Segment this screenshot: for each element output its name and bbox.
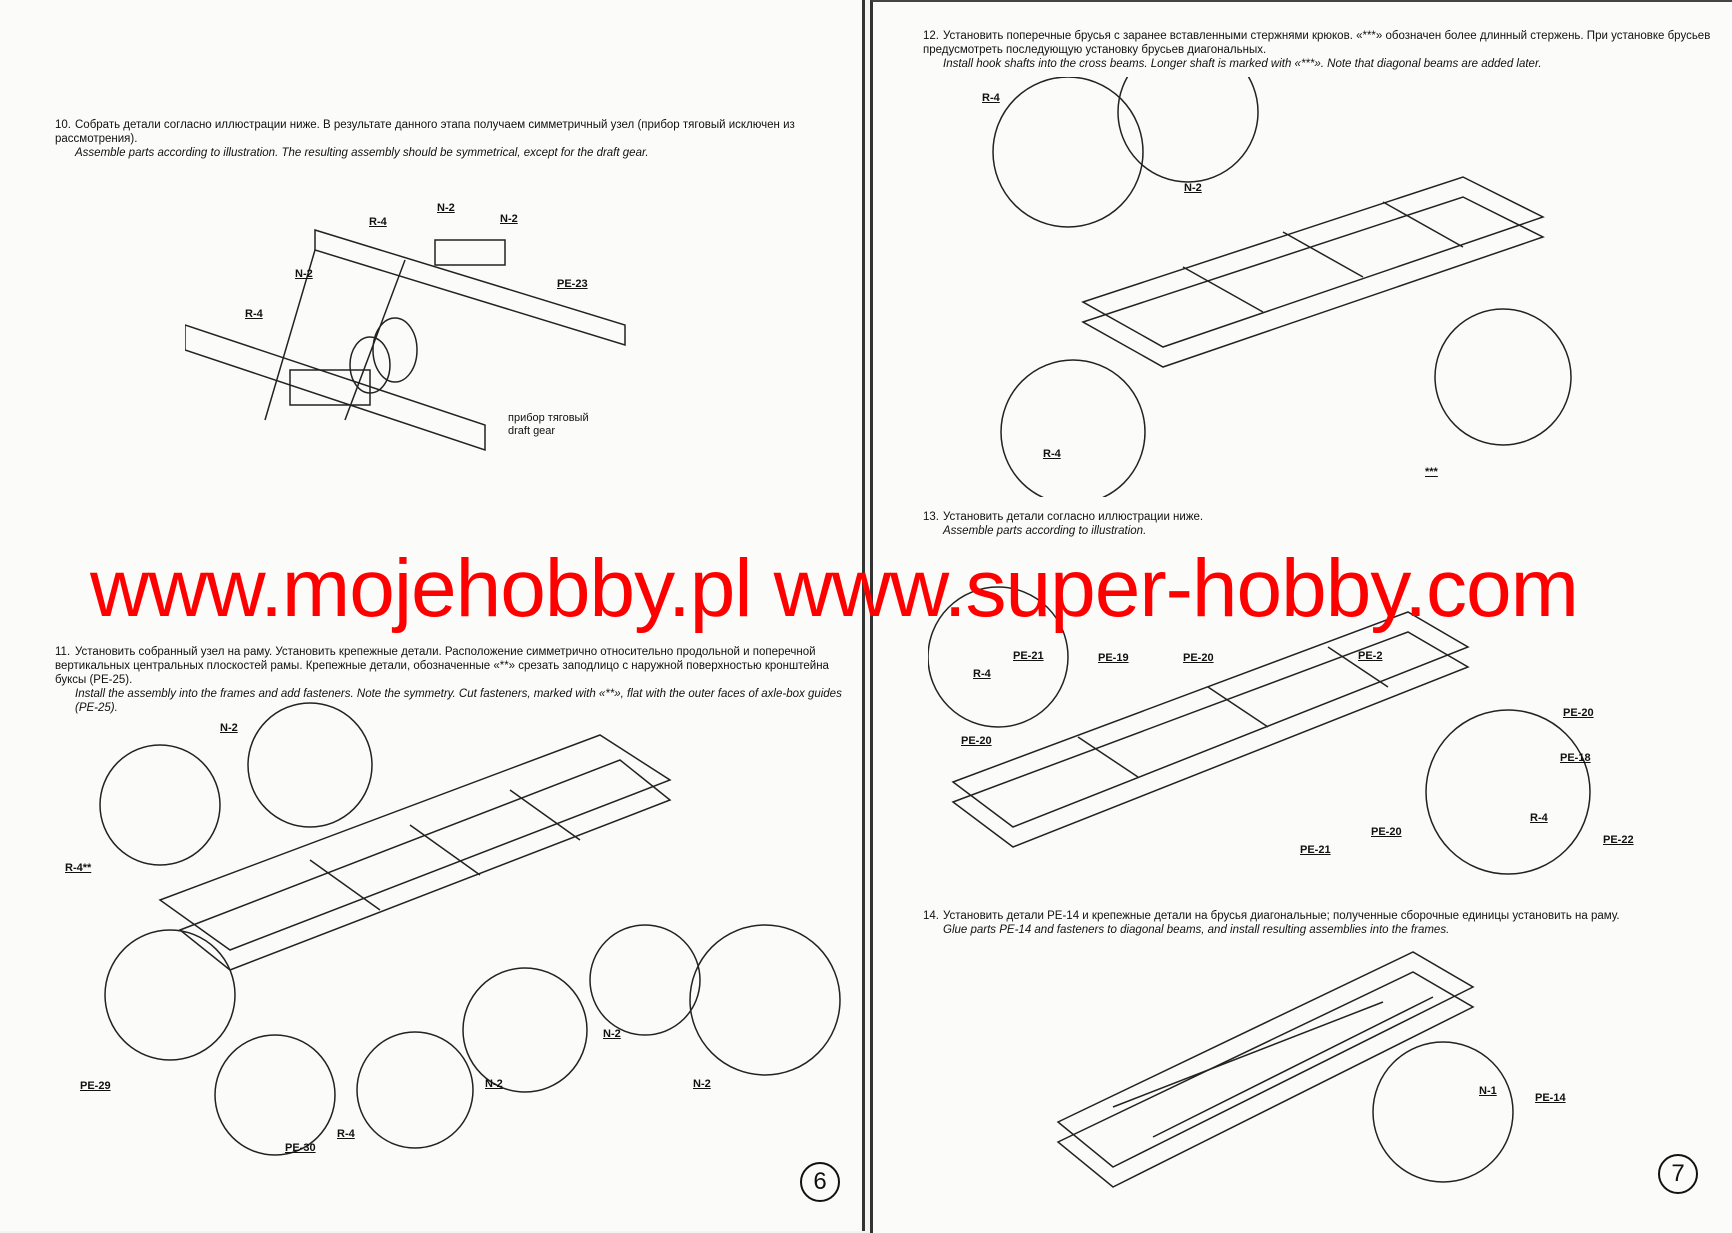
watermark-text: www.mojehobby.pl: [90, 543, 753, 634]
label-n2: N-2: [603, 1028, 621, 1040]
step-number: 11.: [55, 646, 71, 658]
label-pe20: PE-20: [961, 735, 992, 747]
step-en: Assemble parts according to illustration…: [75, 147, 649, 159]
label-pe22: PE-22: [1603, 834, 1634, 846]
draft-gear-assembly-illustration: [185, 228, 626, 452]
watermark-text: www.super-hobby.com: [773, 543, 1579, 634]
step-number: 10.: [55, 119, 71, 131]
step-11-text: 11.Установить собранный узел на раму. Ус…: [55, 645, 845, 715]
step-en: Install hook shafts into the cross beams…: [943, 58, 1542, 70]
frame-assembly-illustration: [99, 702, 841, 1156]
step-en: Assemble parts according to illustration…: [943, 525, 1147, 537]
page-number: 6: [800, 1162, 840, 1202]
label-r4: R-4: [245, 308, 263, 320]
label-pe18: PE-18: [1560, 752, 1591, 764]
step-en: Glue parts PE-14 and fasteners to diagon…: [943, 924, 1450, 936]
label-n2: N-2: [437, 202, 455, 214]
label-n2: N-2: [295, 268, 313, 280]
label-r4: R-4: [1530, 812, 1548, 824]
label-n2: N-2: [1184, 182, 1202, 194]
label-pe23: PE-23: [557, 278, 588, 290]
step-number: 13.: [923, 511, 939, 523]
label-r4: R-4: [973, 668, 991, 680]
label-stars: ***: [1425, 466, 1438, 478]
label-r4: R-4: [369, 216, 387, 228]
label-pe20: PE-20: [1183, 652, 1214, 664]
label-pe21: PE-21: [1300, 844, 1331, 856]
label-pe20: PE-20: [1563, 707, 1594, 719]
step-14-text: 14. Установить детали PE-14 и крепежные д…: [923, 909, 1723, 937]
step-ru: Установить детали согласно иллюстрации н…: [943, 511, 1204, 523]
diagonal-beams-illustration: [1056, 951, 1514, 1188]
label-pe2: PE-2: [1358, 650, 1383, 662]
label-n2: N-2: [693, 1078, 711, 1090]
label-r4: R-4**: [65, 862, 92, 874]
step-en: Install the assembly into the frames and…: [75, 688, 842, 714]
label-n2: N-2: [485, 1078, 503, 1090]
step-ru: Установить детали PE-14 и крепежные дета…: [943, 910, 1620, 922]
label-r4: R-4: [337, 1128, 355, 1140]
page-left: 10.Собрать детали согласно иллюстрации н…: [0, 0, 865, 1231]
label-pe30: PE-30: [285, 1142, 316, 1154]
label-pe29: PE-29: [80, 1080, 111, 1092]
page-number: 7: [1658, 1154, 1698, 1194]
label-pe20: PE-20: [1371, 826, 1402, 838]
step-ru: Собрать детали согласно иллюстрации ниже…: [55, 119, 795, 145]
step-ru: Установить собранный узел на раму. Устан…: [55, 646, 829, 686]
label-pe19: PE-19: [1098, 652, 1129, 664]
step-number: 12.: [923, 30, 939, 42]
label-n2: N-2: [500, 213, 518, 225]
step-13-text: 13. Установить детали согласно иллюстраци…: [923, 510, 1723, 538]
label-r4: R-4: [982, 92, 1000, 104]
label-pe14: PE-14: [1535, 1092, 1566, 1104]
cross-beams-illustration: [992, 77, 1572, 497]
label-pe21: PE-21: [1013, 650, 1044, 662]
step-10-text: 10.Собрать детали согласно иллюстрации н…: [55, 118, 845, 160]
step-12-text: 12.Установить поперечные брусья с заране…: [923, 29, 1723, 71]
step-ru: Установить поперечные брусья с заранее в…: [923, 30, 1711, 56]
page-right: 12.Установить поперечные брусья с заране…: [870, 0, 1732, 1233]
label-draft-gear-ru: прибор тяговый: [508, 412, 589, 424]
label-n2: N-2: [220, 722, 238, 734]
frame-parts-illustration: [928, 586, 1591, 875]
label-draft-gear-en: draft gear: [508, 425, 556, 437]
label-r4: R-4: [1043, 448, 1061, 460]
step-number: 14.: [923, 910, 939, 922]
label-n1: N-1: [1479, 1085, 1497, 1097]
